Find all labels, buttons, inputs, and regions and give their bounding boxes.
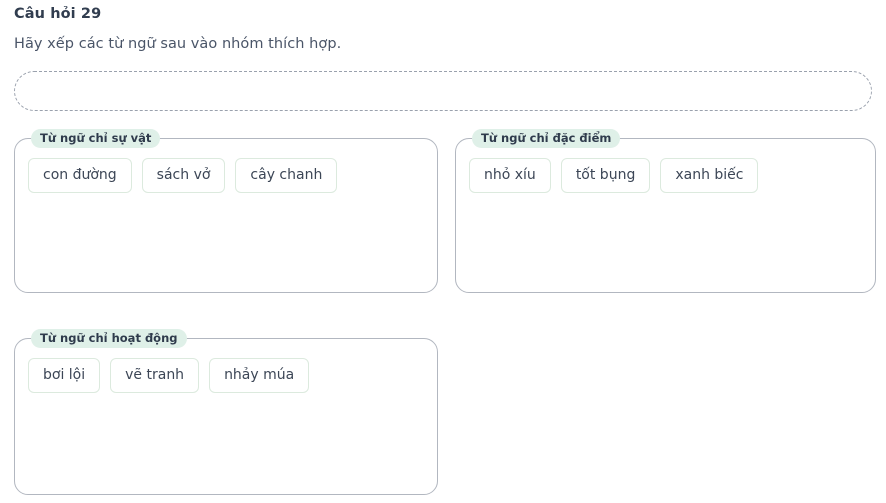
group-box-features[interactable]: Từ ngữ chỉ đặc điểm nhỏ xíu tốt bụng xan… — [455, 129, 876, 293]
word-pool-dropzone[interactable] — [14, 71, 872, 111]
card-row-features: nhỏ xíu tốt bụng xanh biếc — [469, 158, 862, 193]
word-card[interactable]: nhảy múa — [209, 358, 310, 393]
word-card[interactable]: nhỏ xíu — [469, 158, 551, 193]
word-card[interactable]: bơi lội — [28, 358, 101, 393]
word-card[interactable]: cây chanh — [235, 158, 338, 193]
question-prompt: Hãy xếp các từ ngữ sau vào nhóm thích hợ… — [14, 36, 342, 52]
page-title: Câu hỏi 29 — [14, 6, 102, 22]
group-box-actions[interactable]: Từ ngữ chỉ hoạt động bơi lội vẽ tranh nh… — [14, 329, 438, 495]
word-card[interactable]: con đường — [28, 158, 132, 193]
group-legend-objects: Từ ngữ chỉ sự vật — [31, 129, 161, 148]
word-card[interactable]: xanh biếc — [660, 158, 759, 193]
group-box-objects[interactable]: Từ ngữ chỉ sự vật con đường sách vở cây … — [14, 129, 438, 293]
word-card[interactable]: tốt bụng — [560, 158, 651, 193]
word-card[interactable]: vẽ tranh — [110, 358, 200, 393]
group-legend-actions: Từ ngữ chỉ hoạt động — [31, 329, 187, 348]
group-legend-features: Từ ngữ chỉ đặc điểm — [472, 129, 621, 148]
card-row-objects: con đường sách vở cây chanh — [28, 158, 424, 193]
word-card[interactable]: sách vở — [141, 158, 226, 193]
card-row-actions: bơi lội vẽ tranh nhảy múa — [28, 358, 424, 393]
